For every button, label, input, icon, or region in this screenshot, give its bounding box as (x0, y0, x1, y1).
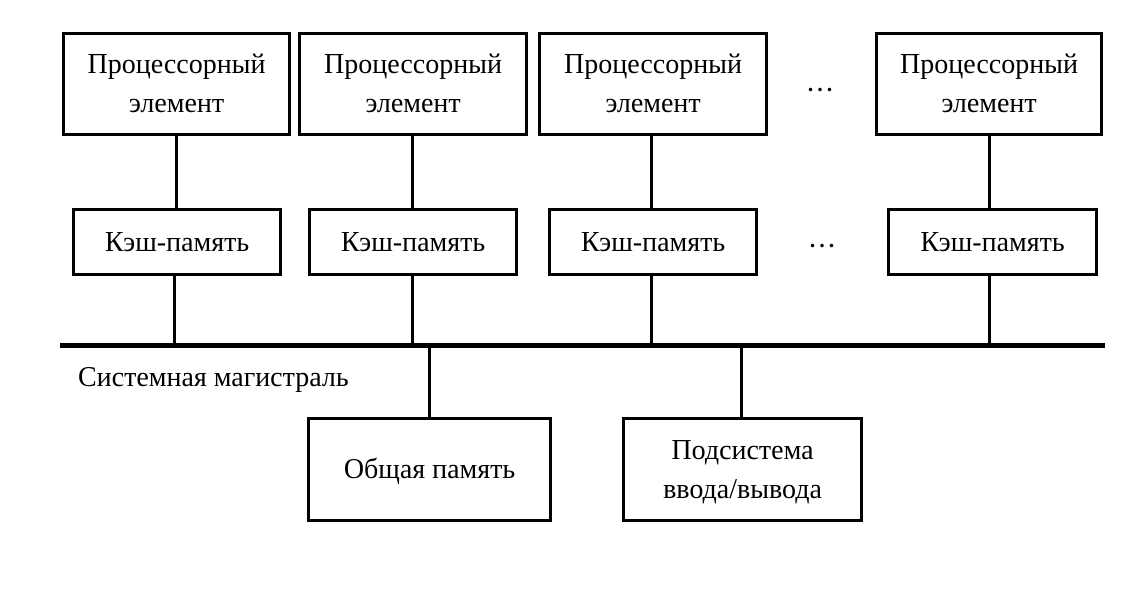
connector-processor3-cache3 (650, 136, 653, 208)
connector-cache4-bus (988, 276, 991, 345)
processor-element-box-2: Процессорный элемент (298, 32, 528, 136)
cache-memory-box-4: Кэш-память (887, 208, 1098, 276)
connector-cache1-bus (173, 276, 176, 345)
connector-cache2-bus (411, 276, 414, 345)
cache-memory-label: Кэш-память (104, 226, 250, 258)
processor-element-label: Процессорный элемент (564, 49, 742, 119)
processor-element-box-1: Процессорный элемент (62, 32, 291, 136)
system-bus-line (60, 343, 1105, 348)
io-subsystem-label: Подсистема ввода/вывода (663, 434, 822, 505)
processor-element-label: Процессорный элемент (324, 49, 502, 119)
ellipsis-cache-row: ... (808, 221, 838, 254)
processor-element-label: Процессорный элемент (900, 49, 1078, 119)
connector-processor4-cache4 (988, 136, 991, 208)
shared-memory-box: Общая память (307, 417, 552, 522)
system-bus-label: Системная магистраль (78, 362, 349, 393)
connector-bus-io-subsystem (740, 348, 743, 417)
cache-memory-box-3: Кэш-память (548, 208, 758, 276)
processor-element-box-3: Процессорный элемент (538, 32, 768, 136)
ellipsis-processor-row: ... (806, 65, 836, 98)
connector-cache3-bus (650, 276, 653, 345)
processor-element-box-4: Процессорный элемент (875, 32, 1103, 136)
processor-element-label: Процессорный элемент (87, 49, 266, 119)
cache-memory-label: Кэш-память (920, 226, 1065, 258)
io-subsystem-box: Подсистема ввода/вывода (622, 417, 863, 522)
cache-memory-label: Кэш-память (340, 226, 486, 258)
shared-memory-label: Общая память (343, 454, 516, 485)
connector-processor2-cache2 (411, 136, 414, 208)
connector-bus-shared-memory (428, 348, 431, 417)
connector-processor1-cache1 (175, 136, 178, 208)
cache-memory-box-1: Кэш-память (72, 208, 282, 276)
cache-memory-box-2: Кэш-память (308, 208, 518, 276)
cache-memory-label: Кэш-память (580, 226, 726, 258)
